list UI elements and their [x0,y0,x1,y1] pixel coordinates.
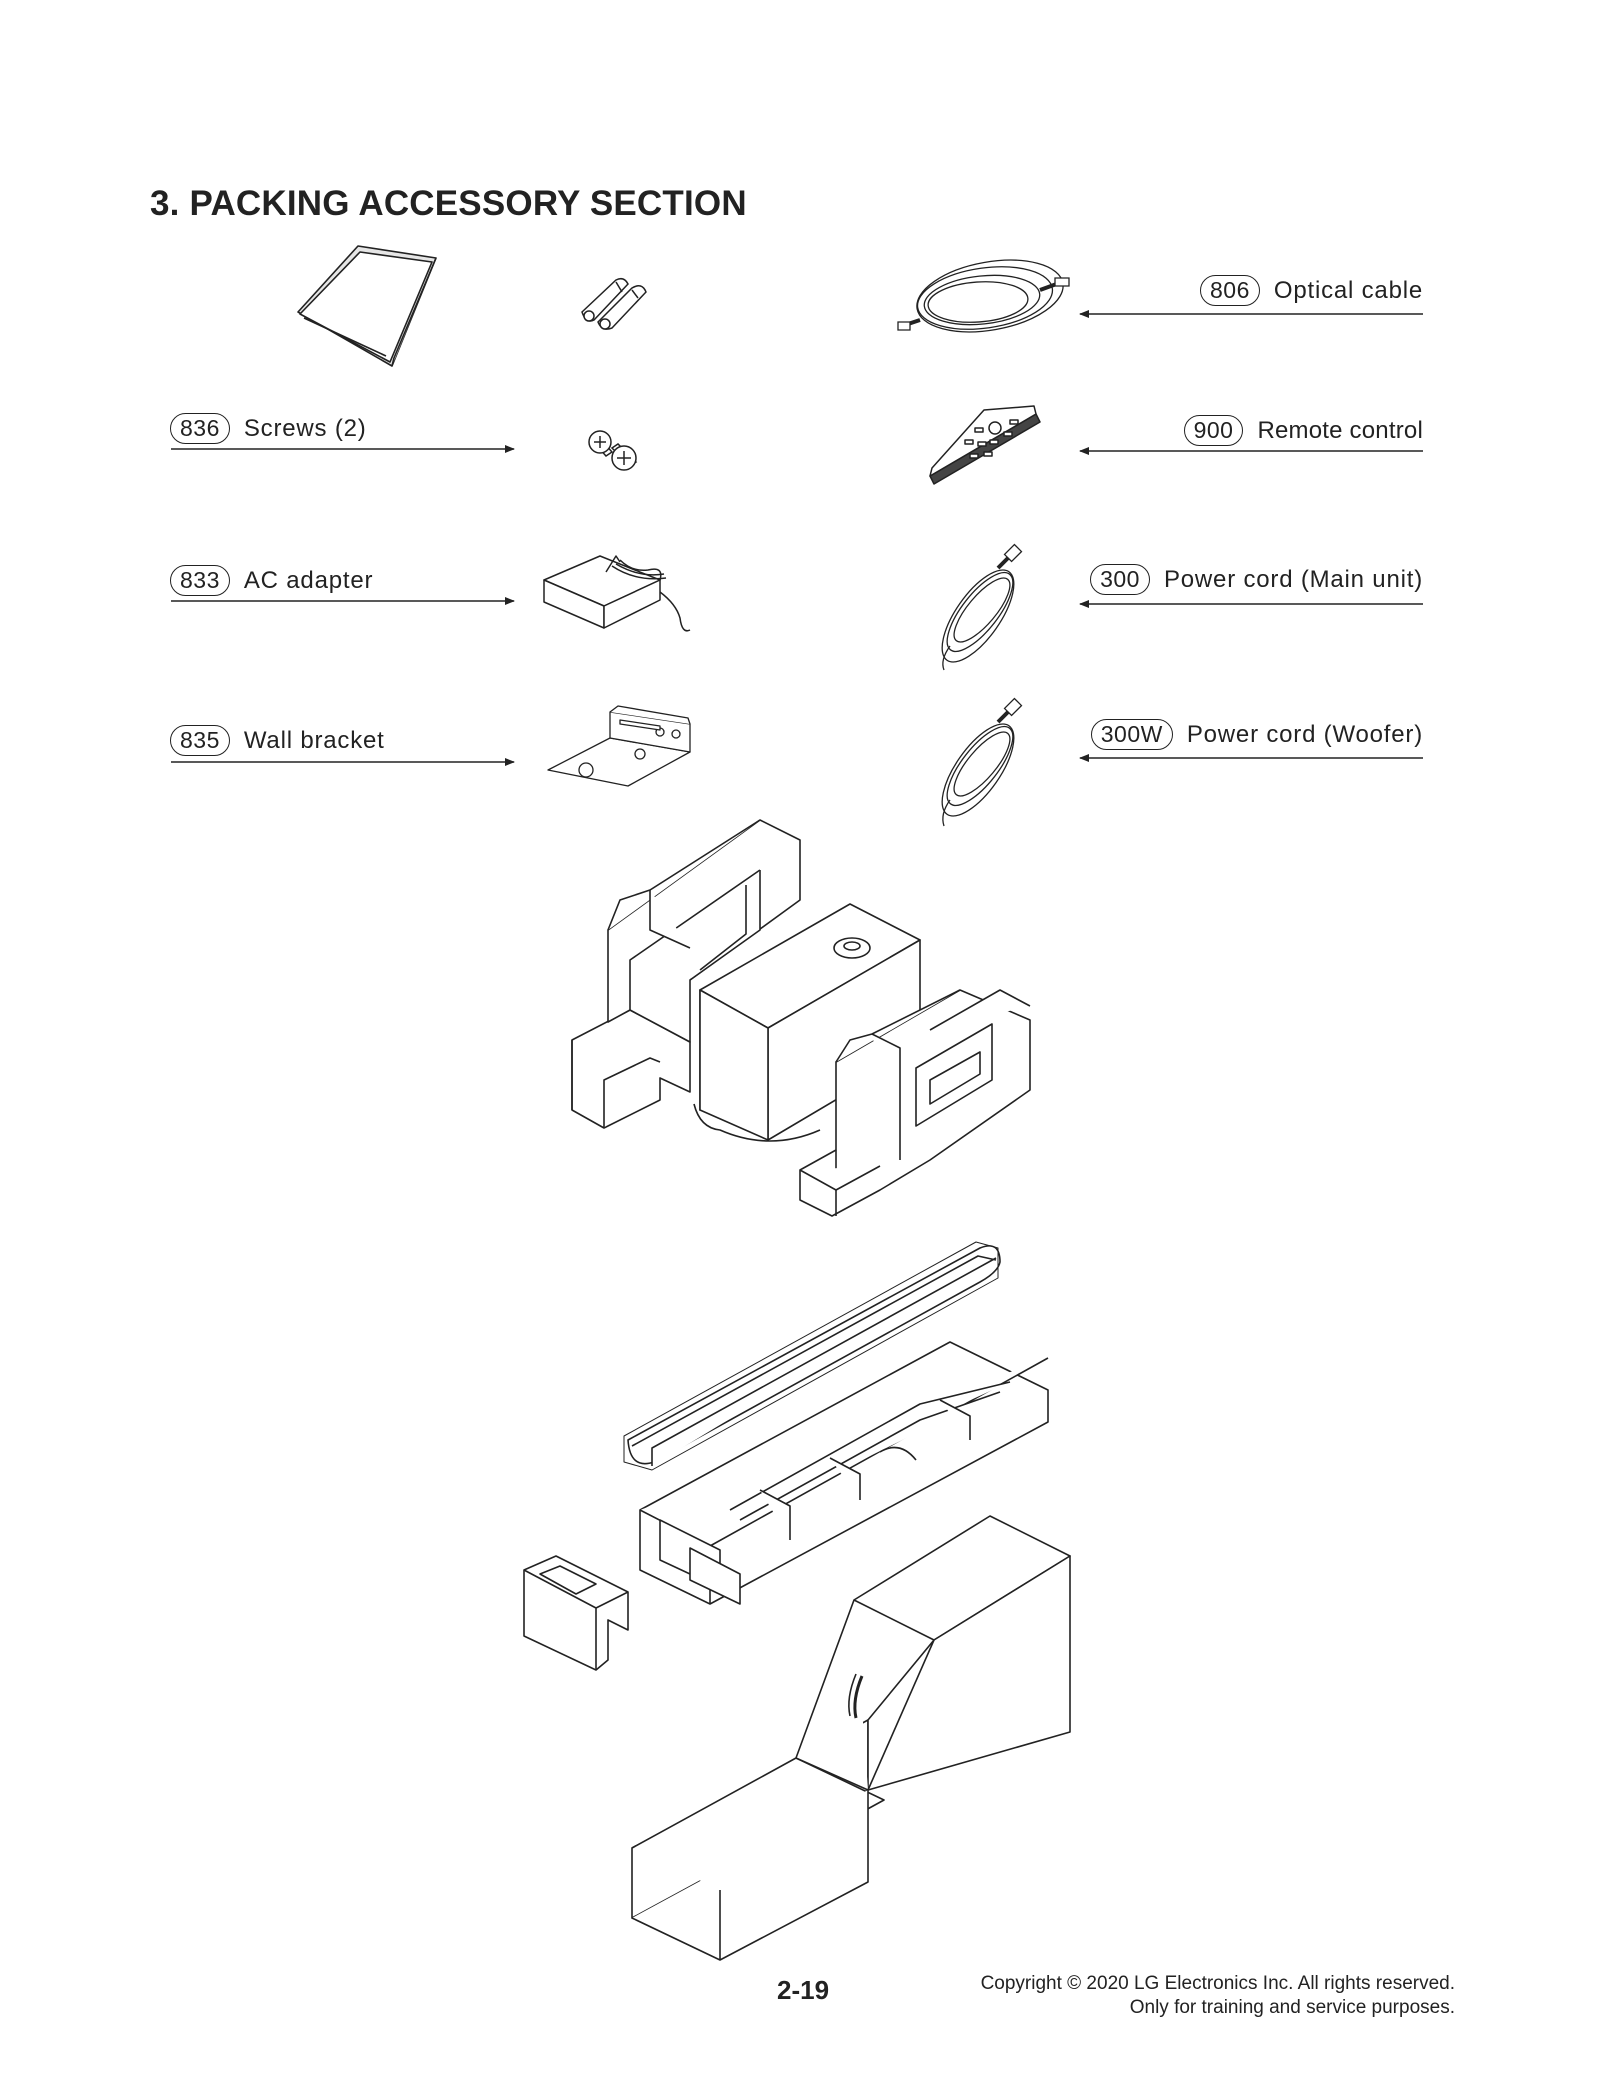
part-name: AC adapter [243,566,374,594]
power-cord-woofer-icon [929,699,1027,827]
part-name: Wall bracket [243,726,385,754]
leader-lines [171,310,1423,766]
power-cord-main-icon [929,545,1027,673]
batteries-icon [582,279,646,329]
copyright-line-2: Only for training and service purposes. [1129,1997,1455,2018]
part-code-badge: 300W [1090,719,1173,750]
manual-booklet-icon [298,246,436,366]
part-label-power-cord-woofer: 300W Power cord (Woofer) [1090,719,1423,750]
part-code-badge: 836 [170,413,230,444]
part-label-screws: 836 Screws (2) [170,413,367,444]
wall-bracket-icon [548,706,690,786]
ac-adapter-icon [544,556,690,631]
part-label-wall-bracket: 835 Wall bracket [170,725,385,756]
part-name: Remote control [1257,416,1423,444]
page-title: 3. PACKING ACCESSORY SECTION [150,184,747,223]
part-code-badge: 900 [1183,415,1244,446]
part-code-badge: 833 [170,565,230,596]
copyright-line-1: Copyright © 2020 LG Electronics Inc. All… [980,1973,1455,1994]
copyright-notice: Copyright © 2020 LG Electronics Inc. All… [981,1972,1455,2020]
page-number: 2-19 [777,1975,830,2005]
remote-control-icon [930,406,1040,484]
woofer-packing-group [572,820,1030,1216]
part-code-badge: 300 [1090,564,1150,595]
part-label-power-cord-main: 300 Power cord (Main unit) [1090,564,1423,595]
outer-carton-icon [632,1516,1070,1960]
part-label-ac-adapter: 833 AC adapter [170,565,373,596]
part-code-badge: 806 [1199,275,1260,306]
part-label-remote-control: 900 Remote control [1183,415,1423,446]
part-name: Optical cable [1273,276,1423,304]
optical-cable-icon [898,250,1069,343]
part-label-optical-cable: 806 Optical cable [1199,275,1423,306]
soundbar-packing-group [524,1242,1048,1670]
part-name: Power cord (Woofer) [1186,720,1423,748]
screws-icon [589,431,636,470]
part-name: Power cord (Main unit) [1163,565,1423,593]
part-name: Screws (2) [243,414,367,442]
part-code-badge: 835 [170,725,230,756]
